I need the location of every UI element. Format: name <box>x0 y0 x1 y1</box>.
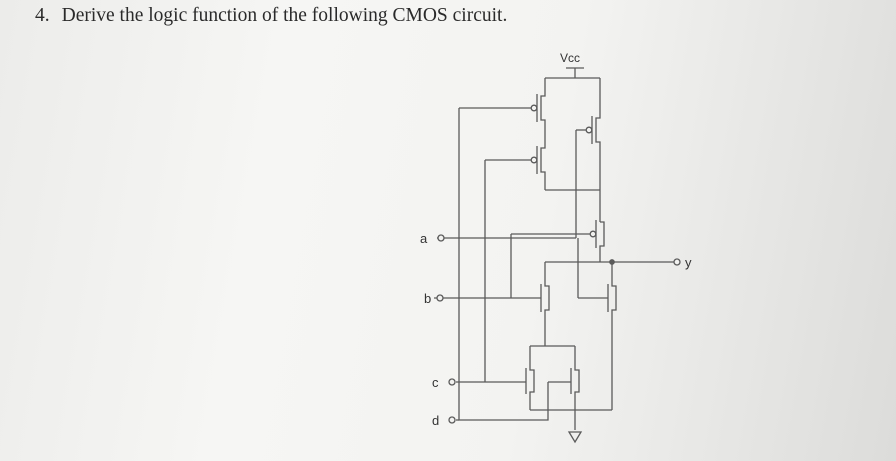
pmos-b <box>511 220 605 262</box>
nmos-c <box>456 346 535 410</box>
nmos-a <box>578 262 617 410</box>
vcc-symbol <box>566 67 584 78</box>
ground-symbol <box>567 431 583 444</box>
input-label-d: d <box>432 413 439 428</box>
nmos-b <box>434 262 550 346</box>
input-label-a: a <box>420 231 428 246</box>
vcc-label: Vcc <box>560 51 580 65</box>
pmos-c <box>485 140 546 190</box>
question-text: 4. Derive the logic function of the follo… <box>35 5 507 27</box>
pmos-a-top <box>576 78 601 190</box>
input-label-c: c <box>432 375 439 390</box>
nmos-network <box>434 262 617 430</box>
nmos-d <box>548 346 580 410</box>
output-label: y <box>685 255 692 270</box>
input-wiring <box>436 108 579 424</box>
input-label-b: b <box>424 291 431 306</box>
question-body: Derive the logic function of the followi… <box>61 5 508 26</box>
question-number: 4. <box>35 5 50 26</box>
pmos-network <box>459 77 605 262</box>
output-node <box>545 258 681 266</box>
pmos-d <box>459 78 546 140</box>
